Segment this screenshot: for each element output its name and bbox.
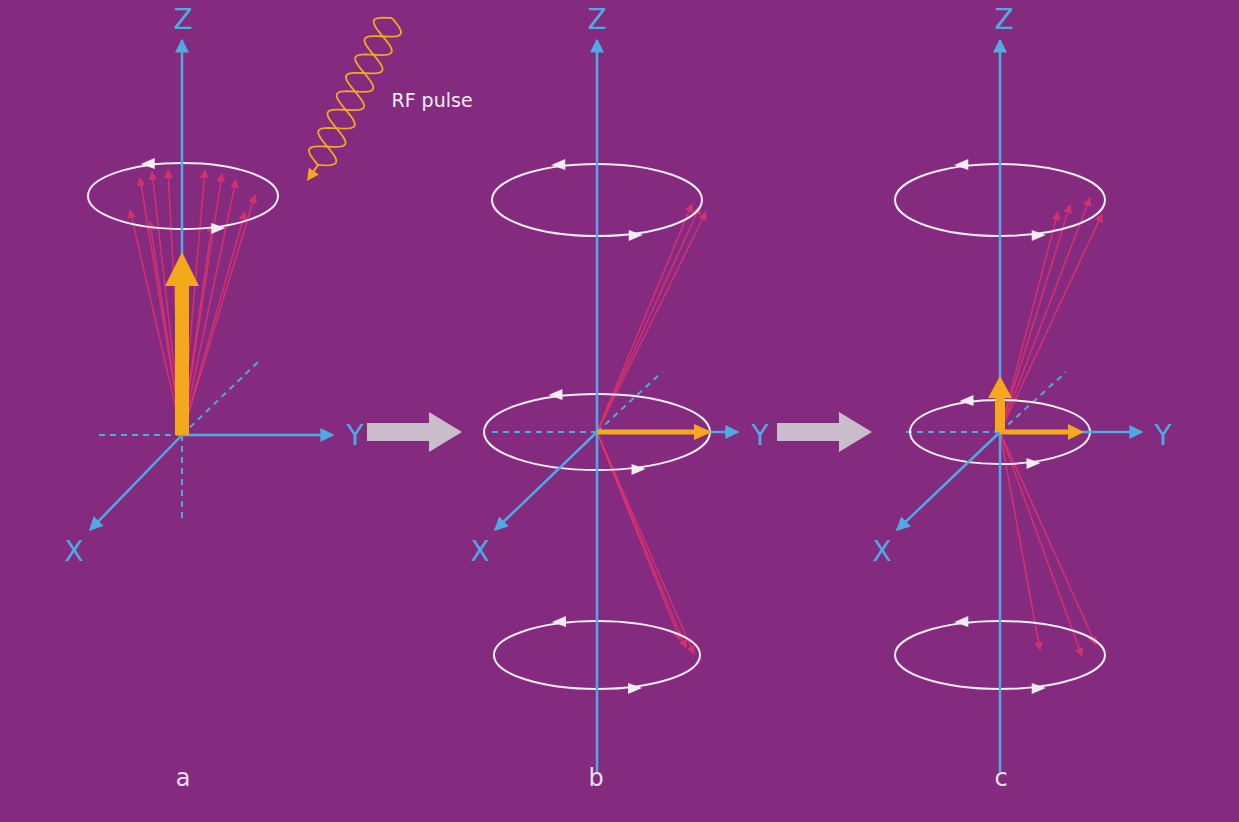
- orbit-arrowhead: [629, 230, 643, 241]
- rf-pulse-label: RF pulse: [391, 91, 472, 110]
- orbit-arrowhead: [548, 389, 562, 400]
- transverse-magnetization-head: [1068, 424, 1084, 440]
- y-axis: [597, 431, 738, 434]
- spin-vector: [168, 170, 182, 435]
- spin-vector: [597, 432, 686, 648]
- z-axis-negative: [181, 435, 183, 522]
- transverse-magnetization: [597, 430, 694, 435]
- axis-label: Y: [1154, 422, 1171, 450]
- step-arrow: [777, 412, 872, 452]
- spin-vector: [1000, 212, 1058, 432]
- spin-vector: [182, 174, 222, 435]
- longitudinal-recovery: [995, 398, 1005, 432]
- step-arrow: [367, 412, 462, 452]
- axis-label: X: [872, 538, 891, 566]
- z-axis: [181, 40, 184, 435]
- axis-label: Z: [587, 6, 606, 34]
- x-axis: [897, 432, 1000, 530]
- rf-wave: [309, 18, 401, 165]
- spin-vector: [182, 180, 236, 435]
- orbit-arrowhead: [954, 159, 968, 170]
- orbit-arrowhead: [552, 616, 566, 627]
- y-axis-negative: [95, 434, 182, 436]
- z-axis: [596, 40, 599, 772]
- panel-letter: a: [176, 766, 191, 790]
- orbit-arrowhead: [1032, 683, 1046, 694]
- spin-vector: [130, 210, 182, 435]
- x-axis: [90, 435, 182, 530]
- spin-vector: [1000, 214, 1102, 432]
- axis-label: X: [470, 538, 489, 566]
- net-magnetization: [175, 286, 189, 435]
- x-axis: [495, 432, 597, 530]
- x-axis-negative: [597, 372, 662, 432]
- orbit-arrowhead: [141, 158, 155, 169]
- orbit-arrowhead: [632, 464, 646, 475]
- spin-vector: [1000, 432, 1082, 656]
- longitudinal-recovery-head: [988, 376, 1012, 398]
- orbit-arrowhead: [954, 616, 968, 627]
- orbit-arrowhead: [1027, 458, 1041, 469]
- spin-vector: [150, 222, 182, 435]
- transverse-magnetization: [1000, 430, 1068, 435]
- orbit-arrowhead: [551, 159, 565, 170]
- spin-vector: [182, 195, 255, 435]
- y-axis-negative: [488, 431, 597, 433]
- z-axis: [999, 40, 1002, 772]
- axis-label: Z: [173, 6, 192, 34]
- axis-label: Z: [994, 6, 1013, 34]
- spin-vector: [152, 172, 182, 435]
- spin-vector: [140, 178, 182, 435]
- rf-arrow: [314, 165, 318, 171]
- orbit-arrowhead: [628, 683, 642, 694]
- rf-arrow-head: [307, 168, 319, 181]
- spin-vector: [597, 432, 680, 640]
- panel-letter: b: [588, 766, 603, 790]
- y-axis-negative: [905, 431, 1000, 433]
- spin-vector: [182, 212, 245, 435]
- axis-label: Y: [751, 422, 768, 450]
- transverse-magnetization-head: [694, 424, 712, 440]
- net-magnetization-head: [165, 252, 199, 286]
- orbit-arrowhead: [211, 223, 225, 234]
- orbit-arrowhead: [1032, 230, 1046, 241]
- panel-letter: c: [994, 766, 1007, 790]
- axis-label: X: [64, 538, 83, 566]
- spin-vector: [182, 224, 212, 435]
- axis-label: Y: [346, 422, 363, 450]
- orbit-arrowhead: [960, 395, 974, 406]
- y-axis: [182, 434, 333, 437]
